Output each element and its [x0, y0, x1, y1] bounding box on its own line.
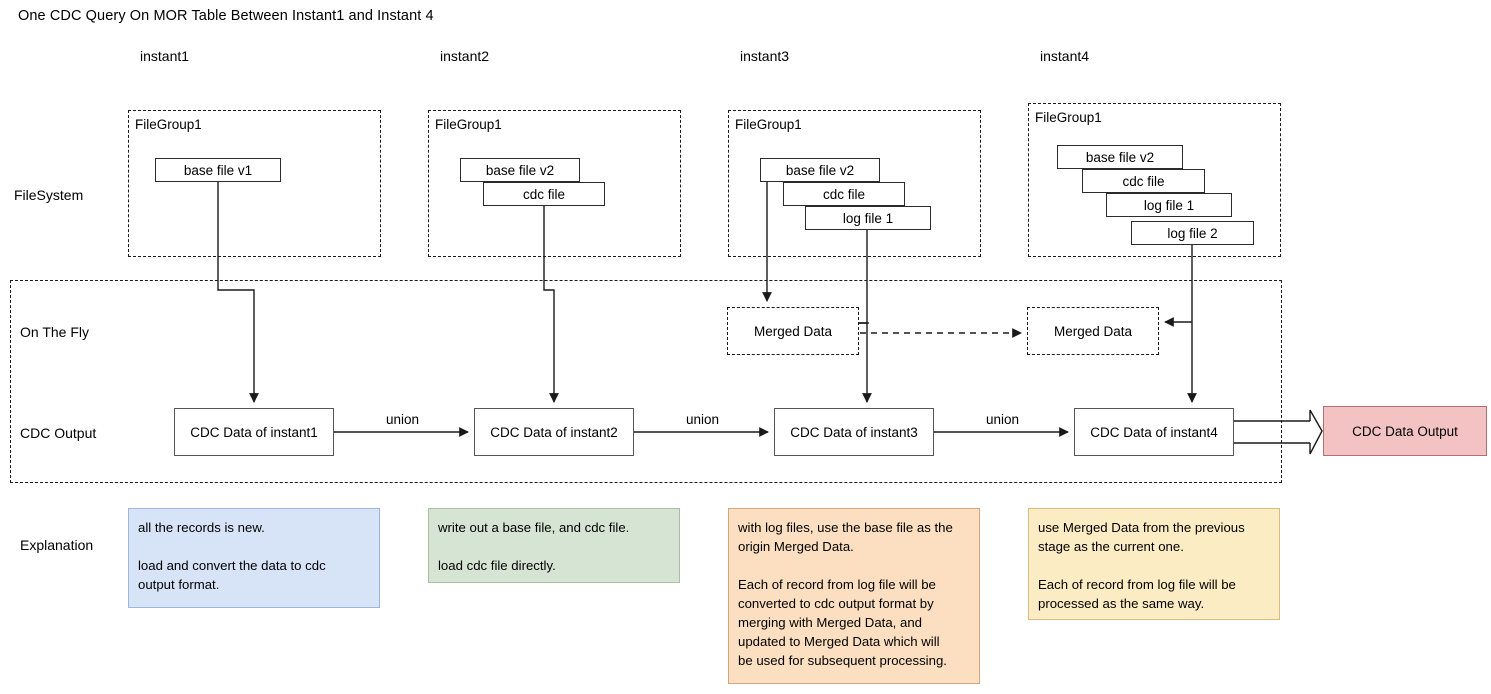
file-box-base-file-v2[interactable]: base file v2 [460, 158, 580, 182]
row-label-filesystem: FileSystem [14, 187, 84, 203]
file-box-base-file-v2[interactable]: base file v2 [760, 158, 880, 182]
filegroup-label: FileGroup1 [735, 117, 802, 132]
filegroup-label: FileGroup1 [1035, 110, 1102, 125]
file-box-cdc-file[interactable]: cdc file [783, 182, 905, 206]
cdc-data-box-instant4[interactable]: CDC Data of instant4 [1074, 408, 1234, 456]
file-box-cdc-file[interactable]: cdc file [1082, 169, 1205, 193]
row-label-explanation: Explanation [20, 537, 94, 553]
union-label-3: union [986, 412, 1020, 427]
file-box-base-file-v2[interactable]: base file v2 [1057, 145, 1183, 169]
file-box-log-file-1[interactable]: log file 1 [805, 206, 931, 230]
column-header-instant1: instant1 [140, 48, 190, 64]
file-box-base-file-v1[interactable]: base file v1 [155, 158, 281, 182]
union-label-1: union [386, 412, 420, 427]
explanation-box-instant4: use Merged Data from the previous stage … [1028, 508, 1280, 620]
page-title: One CDC Query On MOR Table Between Insta… [18, 8, 434, 24]
explanation-box-instant2: write out a base file, and cdc file. loa… [428, 508, 680, 583]
file-box-cdc-file[interactable]: cdc file [483, 182, 605, 206]
filegroup-container-instant3: FileGroup1 [728, 110, 981, 257]
filegroup-label: FileGroup1 [135, 117, 202, 132]
processing-container [10, 280, 1282, 483]
column-header-instant2: instant2 [440, 48, 490, 64]
explanation-box-instant1: all the records is new. load and convert… [128, 508, 380, 608]
file-box-log-file-1[interactable]: log file 1 [1106, 193, 1232, 217]
row-label-on-the-fly: On The Fly [20, 324, 89, 340]
column-header-instant4: instant4 [1040, 48, 1090, 64]
cdc-data-box-instant2[interactable]: CDC Data of instant2 [474, 408, 634, 456]
cdc-data-box-instant1[interactable]: CDC Data of instant1 [174, 408, 334, 456]
filegroup-container-instant1: FileGroup1 [128, 110, 381, 257]
filegroup-label: FileGroup1 [435, 117, 502, 132]
explanation-box-instant3: with log files, use the base file as the… [728, 508, 980, 684]
union-label-2: union [686, 412, 720, 427]
merged-data-box-instant3[interactable]: Merged Data [727, 307, 859, 355]
cdc-data-box-instant3[interactable]: CDC Data of instant3 [774, 408, 934, 456]
filegroup-container-instant4: FileGroup1 [1028, 103, 1281, 257]
merged-data-box-instant4[interactable]: Merged Data [1027, 307, 1159, 355]
column-header-instant3: instant3 [740, 48, 790, 64]
row-label-cdc-output: CDC Output [20, 425, 97, 441]
cdc-data-output-box[interactable]: CDC Data Output [1323, 406, 1487, 456]
file-box-log-file-2[interactable]: log file 2 [1131, 221, 1254, 245]
